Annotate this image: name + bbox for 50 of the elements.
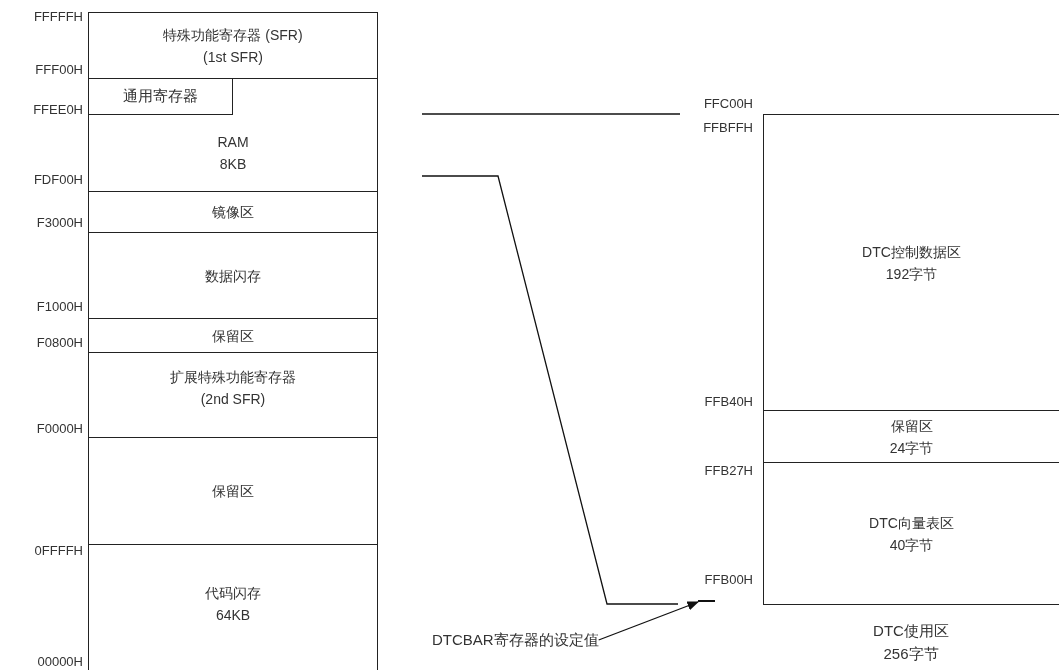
- address-label: F0800H: [36, 335, 83, 351]
- memory-block: [88, 437, 378, 545]
- address-label: FFB27H: [704, 463, 753, 479]
- block-label: 192字节: [885, 264, 938, 284]
- address-label: FDF00H: [33, 172, 83, 188]
- block-label: (2nd SFR): [200, 390, 266, 409]
- block-label: 扩展特殊功能寄存器: [170, 368, 296, 387]
- address-label: 00000H: [37, 654, 83, 670]
- memory-block: [763, 114, 1059, 411]
- block-label: 数据闪存: [205, 266, 261, 286]
- block-label: 64KB: [215, 605, 251, 625]
- memory-block: [88, 78, 378, 192]
- block-label: 保留区: [212, 482, 254, 501]
- region-caption: DTC使用区: [873, 622, 949, 641]
- block-label: 通用寄存器: [122, 86, 198, 106]
- memory-block: [88, 352, 378, 438]
- block-label: DTC向量表区: [869, 513, 954, 533]
- block-label: 8KB: [219, 155, 247, 174]
- address-label: F0000H: [36, 421, 83, 437]
- memory-block: [88, 191, 378, 233]
- address-label: FFB00H: [704, 572, 753, 588]
- leader-arrow: [598, 601, 700, 641]
- block-label: RAM: [217, 133, 249, 152]
- memory-block: [88, 232, 378, 319]
- memory-block: [88, 318, 378, 353]
- address-label: FFB40H: [704, 394, 753, 410]
- address-label: FFBFFH: [703, 120, 753, 136]
- block-label: 保留区: [212, 326, 254, 346]
- address-label: FFFFFH: [33, 9, 83, 25]
- annotation-text: DTCBAR寄存器的设定值: [432, 630, 599, 650]
- memory-block: [88, 544, 378, 670]
- block-label: 24字节: [889, 438, 934, 458]
- memory-block: [763, 462, 1059, 605]
- region-caption: 256字节: [883, 645, 939, 664]
- block-label: DTC控制数据区: [862, 242, 961, 262]
- address-label: F3000H: [36, 215, 83, 231]
- address-label: 0FFFFH: [34, 543, 83, 559]
- address-label: F1000H: [36, 299, 83, 315]
- address-label: FFC00H: [703, 96, 753, 112]
- address-label: FFEE0H: [33, 102, 83, 118]
- block-label: 镜像区: [212, 203, 254, 222]
- block-label: 特殊功能寄存器 (SFR): [163, 25, 303, 45]
- memory-block: [88, 12, 378, 79]
- block-label: 40字节: [889, 535, 934, 555]
- address-label: FFF00H: [35, 62, 83, 78]
- block-label: (1st SFR): [203, 47, 263, 67]
- block-label: 保留区: [890, 416, 933, 436]
- block-label: 代码闪存: [205, 583, 261, 603]
- underline-mark: [698, 600, 715, 602]
- memory-block: [87, 77, 233, 115]
